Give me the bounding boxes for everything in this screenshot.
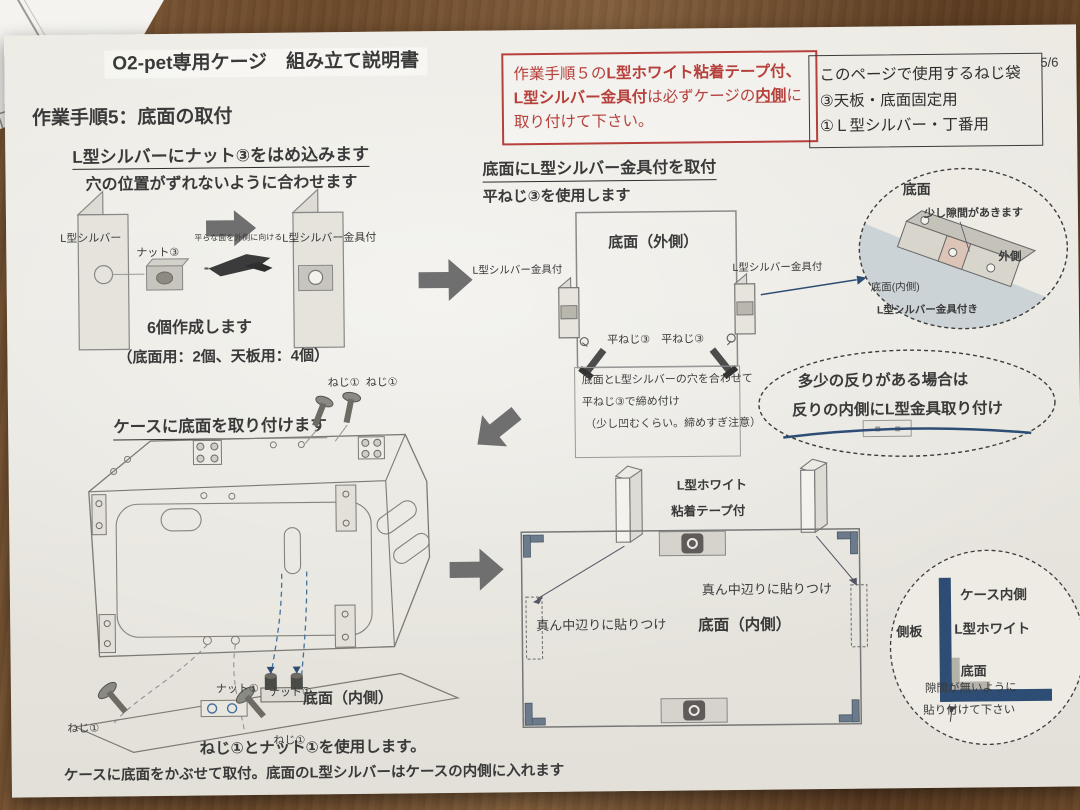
tighten-note-2: 平ねじ③で締め付け <box>581 395 680 409</box>
nut-section-heading: L型シルバーにナット③をはめ込みます <box>72 143 370 171</box>
corner-note-1: 隙間が無いように <box>924 682 1017 696</box>
bracket-right-label: L型シルバー金具付 <box>732 261 823 275</box>
arrow-right-icon <box>205 210 257 247</box>
screw-bag-item-2: ①Ｌ型シルバー・丁番用 <box>819 116 990 136</box>
nut-label: ナット③ <box>136 246 180 260</box>
flat-screw-icon <box>709 347 739 380</box>
case-panel-label: 底面（内側） <box>302 689 394 708</box>
warning-text-3: 取り付けて下さい。 <box>513 112 654 132</box>
flat-side-note: 平らな面を外側に向ける <box>194 232 283 243</box>
flat-screw-left-label: 平ねじ③ <box>607 333 651 347</box>
screw-icon <box>342 391 362 424</box>
arrow-right-icon <box>449 548 504 591</box>
corner-bottom-label: 底面 <box>960 663 987 679</box>
tighten-note-3: （少し凹むくらい。締めすぎ注意） <box>585 416 762 431</box>
make-count-detail: （底面用：2個、天板用：4個） <box>117 347 330 367</box>
gap-detail-diagram <box>858 167 1069 330</box>
tighten-note-1: 底面とL型シルバーの穴を合わせて <box>581 372 753 387</box>
arrow-down-left-icon <box>477 407 522 447</box>
paste-right-label: 真ん中辺りに貼りつけ <box>701 580 833 598</box>
flat-screw-right-label: 平ねじ③ <box>661 333 705 346</box>
warning-text-2a: L型シルバー金具付 <box>513 88 648 108</box>
step-heading: 作業手順5：底面の取付 <box>31 106 233 130</box>
gap-detail-inside-label: 底面(内側) <box>870 281 920 294</box>
warp-note-diagram <box>758 349 1056 457</box>
warp-note-line-1: 多少の反りがある場合は <box>797 371 969 391</box>
white-l-label-2: 粘着テープ付 <box>670 503 746 519</box>
corner-case-inside-label: ケース内側 <box>959 586 1027 603</box>
screw-icon <box>235 686 266 719</box>
use-note: ねじ①とナット①を使用します。 <box>199 738 426 758</box>
warning-text-2b: は必ずケージの <box>647 87 756 106</box>
screw-icon <box>312 395 334 427</box>
corner-note-2: 貼り付けて下さい <box>923 704 1016 718</box>
nut-assembly-diagram <box>76 187 345 351</box>
l-silver-fitted-label: L型シルバー金具付 <box>282 231 377 245</box>
gap-detail-panel-label: 底面 <box>902 180 931 198</box>
bottom-outside-diagram <box>557 210 867 459</box>
white-l-label-1: L型ホワイト <box>676 477 747 493</box>
paste-left-label: 真ん中辺りに貼りつけ <box>536 616 667 634</box>
screw-bag-item-1: ③天板・底面固定用 <box>819 91 958 110</box>
nut-label-1: ナット① <box>215 683 259 696</box>
arrow-right-icon <box>418 258 473 301</box>
case-footer-note: ケースに底面をかぶせて取付。底面のL型シルバーはケースの内側に入れます <box>63 762 565 785</box>
gap-detail-outside-label: 外側 <box>998 250 1022 264</box>
bottom-outside-heading: 底面にL型シルバー金具付を取付 <box>482 158 717 183</box>
corner-side-panel-label: 側板 <box>896 624 923 640</box>
gap-detail-bracket-label: L型シルバー金具付き <box>876 303 978 317</box>
bottom-outside-panel-label: 底面（外側） <box>608 233 699 252</box>
bracket-left-label: L型シルバー金具付 <box>472 263 563 277</box>
screw-top-label-1: ねじ① <box>327 376 360 390</box>
l-silver-label: L型シルバー <box>60 232 122 246</box>
white-l-diagram <box>520 458 869 728</box>
screw-bag-box: このページで使用するねじ袋 ③天板・底面固定用 ①Ｌ型シルバー・丁番用 <box>808 52 1044 148</box>
gap-detail-gap-label: 少し隙間があきます <box>923 206 1024 221</box>
screw-bag-title: このページで使用するねじ袋 <box>819 64 1021 85</box>
warning-text-2c: 内側 <box>755 87 787 105</box>
screw-icon <box>97 681 128 714</box>
instruction-sheet: O2-pet専用ケージ 組み立て説明書 作業手順５のL型ホワイト粘着テープ付、 … <box>4 24 1080 798</box>
white-l-panel-label: 底面（内側） <box>698 616 792 635</box>
page-number: 5/6 <box>1040 54 1059 70</box>
page-title: O2-pet専用ケージ 組み立て説明書 <box>104 47 428 79</box>
corner-white-l-label: L型ホワイト <box>954 620 1031 637</box>
case-wireframe-diagram <box>73 391 461 753</box>
screw-bottom-label-1: ねじ① <box>67 722 100 736</box>
warp-note-line-2: 反りの内側にL型金具取り付け <box>791 400 1004 420</box>
make-count: 6個作成します <box>147 319 253 338</box>
corner-detail-diagram <box>889 549 1080 746</box>
warning-box: 作業手順５のL型ホワイト粘着テープ付、 L型シルバー金具付は必ずケージの内側に … <box>501 50 819 146</box>
warning-text-2d: に <box>786 87 803 105</box>
screw-top-label-2: ねじ① <box>365 376 398 389</box>
warning-text-1b: L型ホワイト粘着テープ付、 <box>606 63 802 83</box>
warning-text-1a: 作業手順５の <box>513 65 607 84</box>
